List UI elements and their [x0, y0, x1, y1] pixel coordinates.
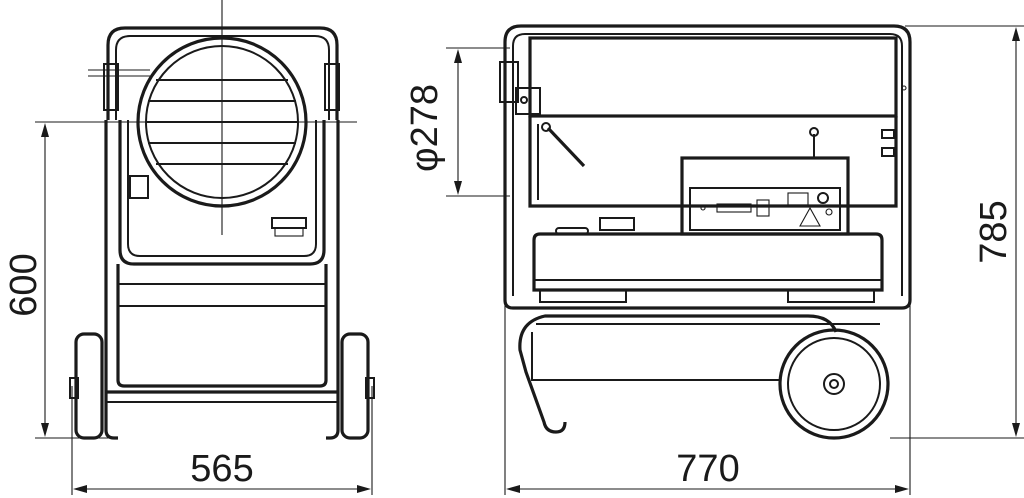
burner-diameter-label: φ278: [404, 84, 446, 172]
dimension-side-height: 785: [890, 25, 1024, 439]
power-button-icon: [817, 192, 829, 204]
side-lever: [546, 126, 586, 168]
side-handle-frame: [503, 24, 912, 300]
front-handle-frame: [106, 26, 339, 120]
front-right-bracket: [324, 63, 340, 111]
control-panel: [689, 187, 841, 231]
dimension-burner-diameter: φ278: [404, 47, 510, 197]
side-control-box: [680, 156, 850, 236]
front-right-wheel: [340, 332, 370, 440]
dimension-side-length: 770: [504, 300, 911, 495]
dimension-front-height: 600: [3, 121, 110, 439]
wheel-hub: [823, 373, 845, 395]
front-left-bracket: [103, 63, 119, 111]
side-base-frame: [518, 314, 838, 434]
front-housing: [118, 120, 326, 266]
side-view: [499, 24, 912, 440]
fuel-cap: [599, 217, 635, 231]
side-burner-shell: [528, 36, 898, 118]
front-width-label: 565: [190, 448, 253, 490]
control-switch: [756, 199, 770, 217]
control-display: [716, 203, 752, 213]
dimension-front-width: 565: [71, 386, 373, 495]
side-height-label: 785: [973, 200, 1015, 263]
side-fuel-tank: [532, 232, 884, 292]
front-fuel-tank: [116, 264, 328, 388]
front-view: [35, 0, 375, 440]
side-wheel: [778, 328, 890, 440]
warning-icon: [799, 206, 821, 227]
front-left-wheel: [74, 332, 104, 440]
front-height-label: 600: [3, 253, 45, 316]
side-length-label: 770: [676, 448, 739, 490]
